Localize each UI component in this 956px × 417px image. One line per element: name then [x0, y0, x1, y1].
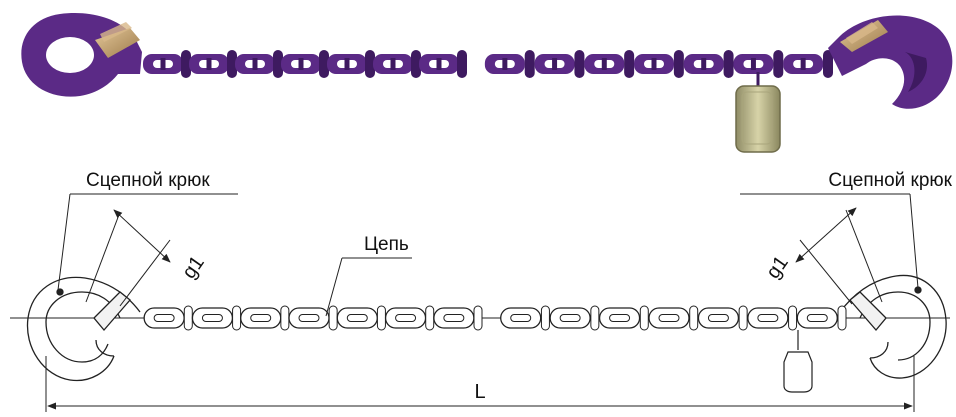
chain-link-drawing-right-2: [549, 307, 591, 329]
right-hook-photo: [828, 15, 953, 109]
chain-link-photo-right-5: [683, 54, 724, 74]
left-hook-drawing: [26, 276, 141, 382]
chain-connector-drawing-left-4: [328, 305, 338, 331]
product-photo: [21, 13, 953, 153]
hook-left-label: Сцепной крюк: [86, 170, 210, 191]
chain-connector-drawing-right-3: [639, 305, 649, 331]
chain-connector-photo-right-5: [723, 50, 734, 78]
chain-connector-drawing-left-6: [425, 305, 435, 331]
chain-link-drawing-right-4: [648, 307, 690, 329]
chain-link-drawing-left-5: [336, 307, 378, 329]
chain-connector-drawing-right-2: [590, 305, 600, 331]
chain-link-drawing-left-6: [384, 307, 427, 329]
chain-connector-photo-right-1: [524, 50, 535, 78]
chain-connector-drawing-left-7: [473, 305, 483, 331]
chain-link-photo-left-7: [419, 54, 459, 74]
chain-link-photo-left-3: [235, 54, 275, 74]
chain-connector-photo-left-5: [365, 50, 375, 78]
chain-connector-drawing-right-7: [837, 305, 847, 331]
chain-link-drawing-right-3: [598, 307, 641, 329]
chain-link-photo-right-4: [634, 54, 674, 74]
chain-link-drawing-left-3: [240, 307, 282, 329]
hook-right-leader: [740, 193, 919, 289]
chain-leader: [325, 257, 412, 317]
chain-connector-photo-right-4: [673, 50, 684, 78]
chain-connector-photo-left-4: [319, 50, 329, 78]
chain-link-photo-left-4: [281, 54, 321, 74]
chain-connector-photo-right-3: [624, 50, 635, 78]
right-hook-drawing: [839, 274, 947, 379]
gap-label-right: g1: [762, 252, 793, 283]
chain-photo-right: [484, 50, 833, 78]
chain-link-drawing-left-2: [191, 307, 234, 329]
left-hook-photo: [21, 13, 142, 97]
chain-link-photo-right-2: [534, 54, 575, 74]
chain-connector-drawing-left-1: [183, 305, 193, 331]
gap-label-left: g1: [178, 252, 209, 283]
chain-connector-drawing-left-3: [280, 305, 290, 331]
chain-connector-photo-right-6: [773, 50, 784, 78]
chain-link-photo-left-1: [143, 54, 183, 74]
id-tag-photo: [735, 72, 781, 153]
chain-link-drawing-left-1: [143, 307, 185, 329]
chain-connector-drawing-right-1: [540, 305, 550, 331]
chain-connector-drawing-right-6: [788, 305, 798, 331]
chain-photo-left: [143, 50, 467, 78]
chain-link-photo-right-1: [484, 54, 525, 74]
chain-link-photo-left-6: [373, 54, 413, 74]
chain-connector-drawing-left-5: [376, 305, 386, 331]
chain-link-photo-right-3: [584, 54, 625, 74]
chain-connector-drawing-left-2: [232, 305, 242, 331]
chain-connector-photo-left-7: [457, 50, 467, 78]
chain-drawing-left: [143, 305, 483, 331]
chain-connector-drawing-right-5: [738, 305, 748, 331]
chain-link-photo-right-6: [733, 54, 774, 74]
chain-connector-photo-left-6: [411, 50, 421, 78]
hook-right-label: Сцепной крюк: [828, 170, 952, 191]
chain-connector-drawing-right-4: [689, 305, 699, 331]
chain-connector-photo-right-7: [823, 50, 833, 78]
chain-link-drawing-right-1: [500, 307, 542, 329]
id-tag-drawing: [783, 330, 813, 393]
gap-dimension-right: [795, 207, 883, 305]
chain-link-photo-left-2: [189, 54, 229, 74]
technical-drawing: Сцепной крюк Сцепной крюк Цепь g1 g1: [10, 170, 953, 412]
chain-link-photo-left-5: [327, 54, 367, 74]
chain-label: Цепь: [364, 234, 409, 255]
hook-left-leader: [57, 193, 238, 291]
chain-link-drawing-right-7: [796, 307, 838, 329]
chain-drawing-right: [500, 305, 847, 331]
gap-dimension-left: [85, 209, 171, 307]
chain-link-drawing-left-4: [288, 307, 330, 329]
length-label: L: [474, 381, 485, 403]
chain-connector-photo-right-2: [574, 50, 585, 78]
chain-link-photo-right-7: [783, 54, 824, 74]
chain-link-drawing-left-7: [433, 307, 475, 329]
chain-link-drawing-right-6: [747, 307, 789, 329]
chain-connector-photo-left-3: [273, 50, 283, 78]
length-dimension: [45, 356, 915, 412]
chain-connector-photo-left-2: [227, 50, 237, 78]
chain-link-drawing-right-5: [697, 307, 740, 329]
chain-connector-photo-left-1: [181, 50, 191, 78]
